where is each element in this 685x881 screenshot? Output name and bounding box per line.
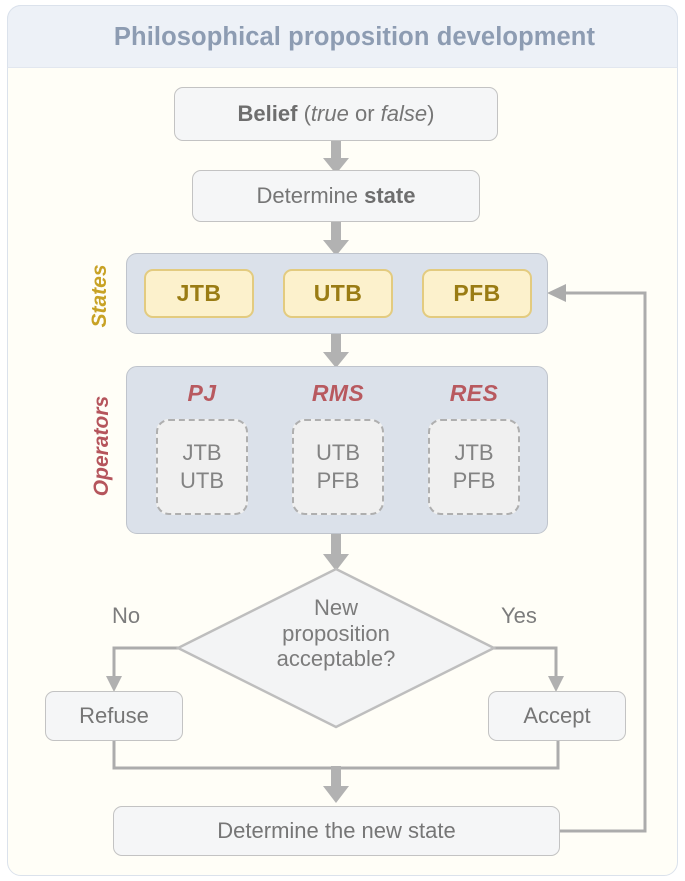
state-chip-utb-label: UTB	[313, 280, 363, 306]
node-determine-new-state-label: Determine the new state	[217, 818, 456, 843]
decision-diamond-label: New proposition acceptable?	[236, 595, 436, 672]
belief-false-text: false	[380, 101, 428, 126]
operator-title-rms-label: RMS	[311, 380, 365, 406]
edge-label-yes: Yes	[501, 603, 537, 628]
node-belief-label: Belief (true or false)	[238, 101, 435, 127]
operator-card-rms[interactable]: UTB PFB	[292, 419, 384, 515]
node-refuse-label: Refuse	[79, 703, 149, 728]
belief-or-text: or	[348, 101, 381, 126]
operator-card-rms-from: UTB	[316, 440, 360, 466]
operator-card-rms-to: PFB	[316, 468, 360, 493]
determine-state-bold-text: state	[364, 183, 416, 208]
operator-title-res: RES	[409, 380, 539, 407]
state-chip-pfb-label: PFB	[453, 280, 501, 306]
state-chip-pfb[interactable]: PFB	[422, 269, 532, 318]
figure-header-bar: Philosophical proposition development	[7, 5, 678, 68]
decision-line-3: acceptable?	[276, 646, 396, 672]
side-label-states: States	[88, 264, 111, 328]
decision-line-2: proposition	[282, 620, 390, 646]
node-determine-state[interactable]: Determine state	[192, 170, 480, 222]
operator-title-rms: RMS	[273, 380, 403, 407]
operator-card-pj-from: JTB	[182, 440, 222, 466]
edge-label-no: No	[112, 603, 141, 628]
node-accept[interactable]: Accept	[488, 691, 626, 741]
belief-true-text: true	[310, 101, 349, 126]
operator-card-res-from: JTB	[454, 440, 494, 466]
state-chip-jtb[interactable]: JTB	[144, 269, 254, 318]
belief-bold-text: Belief	[237, 101, 298, 126]
operator-title-pj-label: PJ	[187, 380, 217, 406]
operator-card-res[interactable]: JTB PFB	[428, 419, 520, 515]
operator-card-pj-to: UTB	[180, 468, 224, 493]
node-accept-label: Accept	[523, 703, 591, 728]
state-chip-utb[interactable]: UTB	[283, 269, 393, 318]
side-label-operators: Operators	[90, 395, 113, 497]
decision-diamond-shape	[176, 567, 496, 729]
state-chip-jtb-label: JTB	[176, 280, 222, 306]
decision-diamond[interactable]	[176, 567, 496, 729]
node-determine-new-state[interactable]: Determine the new state	[113, 806, 560, 856]
determine-state-plain-text: Determine	[256, 183, 365, 208]
operator-title-pj: PJ	[137, 380, 267, 407]
states-group-container: JTB UTB PFB	[126, 253, 548, 334]
node-determine-state-label: Determine state	[257, 183, 416, 209]
belief-paren-close: )	[427, 101, 435, 126]
operator-card-res-to: PFB	[452, 468, 496, 493]
belief-paren-open: (	[297, 101, 311, 126]
decision-line-1: New	[313, 595, 358, 620]
operator-title-res-label: RES	[449, 380, 499, 406]
operators-group-container: PJ JTB UTB RMS UTB PFB RES JTB PFB	[126, 366, 548, 534]
node-refuse[interactable]: Refuse	[45, 691, 183, 741]
node-belief[interactable]: Belief (true or false)	[174, 87, 498, 141]
operator-card-pj[interactable]: JTB UTB	[156, 419, 248, 515]
page-title: Philosophical proposition development	[113, 23, 596, 51]
